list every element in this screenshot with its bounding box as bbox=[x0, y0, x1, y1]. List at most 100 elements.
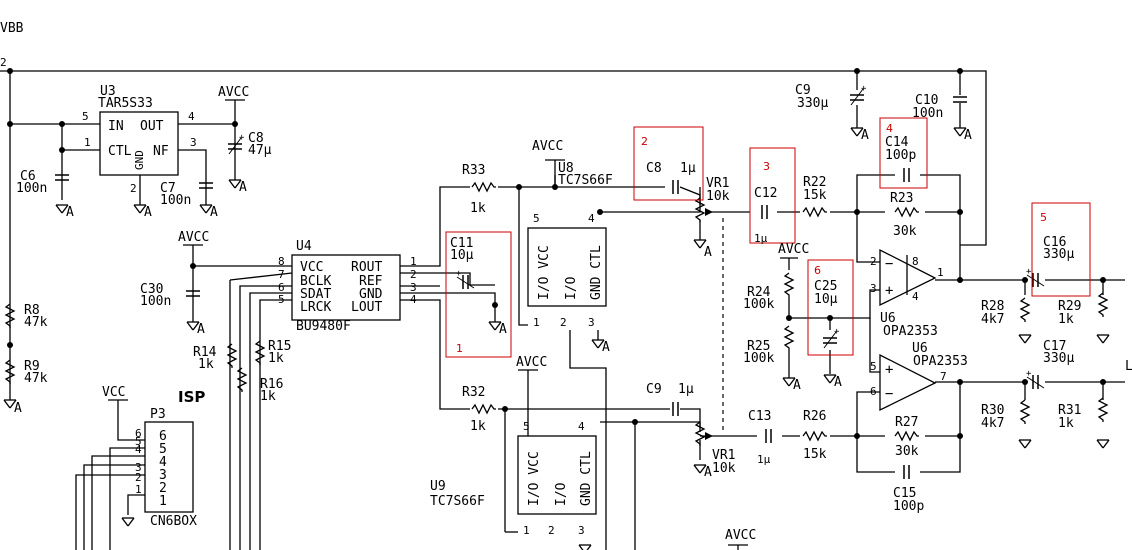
u9-num5: 5 bbox=[523, 420, 530, 433]
c6-value: 100n bbox=[16, 181, 47, 196]
u9-num3: 3 bbox=[578, 524, 585, 537]
u8-pin-io: I/O bbox=[564, 276, 579, 300]
u6b-ref: U6 bbox=[912, 341, 928, 356]
gnd-label-c7: A bbox=[210, 205, 218, 220]
avcc-label-u8: AVCC bbox=[532, 139, 563, 154]
u3-pin-in: IN bbox=[108, 119, 124, 134]
p3-pin4: 4 bbox=[159, 455, 167, 470]
p3-pin3: 3 bbox=[159, 468, 167, 483]
c25-ref: C25 bbox=[814, 279, 837, 294]
u3-pin1: 1 bbox=[84, 136, 91, 149]
svg-text:+: + bbox=[885, 362, 893, 378]
c30-value: 100n bbox=[140, 294, 171, 309]
gnd-label-r25: A bbox=[793, 378, 801, 393]
r22-value: 15k bbox=[803, 188, 827, 203]
u4-num7: 7 bbox=[278, 268, 285, 281]
r22-ref: R22 bbox=[803, 175, 826, 190]
r26-ref: R26 bbox=[803, 409, 826, 424]
c7-value: 100n bbox=[160, 193, 191, 208]
r14-value: 1k bbox=[198, 357, 214, 372]
u3-pin3: 3 bbox=[190, 136, 197, 149]
p3-num3-left: 3 bbox=[135, 461, 142, 474]
r25-value: 100k bbox=[743, 351, 774, 366]
r30-value: 4k7 bbox=[981, 416, 1004, 431]
avcc-label-u4: AVCC bbox=[178, 230, 209, 245]
c7-ref: C7 bbox=[160, 181, 176, 196]
gnd-label-u3: A bbox=[144, 205, 152, 220]
p3-ref: P3 bbox=[150, 407, 166, 422]
c9a-ref: C9 bbox=[795, 83, 811, 98]
c15-value: 100p bbox=[893, 499, 924, 514]
u4-pin-sdat: SDAT bbox=[300, 287, 331, 302]
u4-pin-ref: REF bbox=[359, 274, 383, 289]
r25-ref: R25 bbox=[747, 339, 770, 354]
r15-ref: R15 bbox=[268, 339, 291, 354]
c25-value: 10µ bbox=[814, 292, 838, 307]
r33-ref: R33 bbox=[462, 163, 485, 178]
u8-pin-gndctl: GND CTL bbox=[589, 245, 604, 300]
u4-part: BU9480F bbox=[296, 319, 351, 334]
u9-pin-iovcc: I/O VCC bbox=[527, 451, 542, 506]
r24-ref: R24 bbox=[747, 285, 771, 300]
u3-pin2: 2 bbox=[130, 182, 137, 195]
c9b-value: 1µ bbox=[678, 382, 694, 397]
u3-pin-ctl: CTL bbox=[108, 144, 132, 159]
avcc-label-u9: AVCC bbox=[516, 355, 547, 370]
gnd-label-c10: A bbox=[964, 128, 972, 143]
avcc-label-bias: AVCC bbox=[778, 242, 809, 257]
c10-value: 100n bbox=[912, 106, 943, 121]
u3-part: TAR5S33 bbox=[98, 96, 153, 111]
vr1b-value: 10k bbox=[712, 461, 736, 476]
c13-ref: C13 bbox=[748, 409, 771, 424]
r9-ref: R9 bbox=[24, 359, 40, 374]
r14-ref: R14 bbox=[193, 345, 217, 360]
c14-value: 100p bbox=[885, 148, 916, 163]
u8-num1: 1 bbox=[533, 316, 540, 329]
highlight-label-4: 4 bbox=[886, 122, 893, 135]
c8b-value: 1µ bbox=[680, 161, 696, 176]
u6a-num3: 3 bbox=[870, 282, 877, 295]
u3-pin-nf: NF bbox=[153, 144, 169, 159]
c16-ref: C16 bbox=[1043, 235, 1066, 250]
highlight-label-5: 5 bbox=[1040, 211, 1047, 224]
c9a-value: 330µ bbox=[797, 96, 828, 111]
u9-pin-gndctl: GND CTL bbox=[579, 451, 594, 506]
u4-num6: 6 bbox=[278, 281, 285, 294]
highlight-label-6: 6 bbox=[814, 264, 821, 277]
r16-value: 1k bbox=[260, 389, 276, 404]
highlight-label-1: 1 bbox=[456, 342, 463, 355]
r32-value: 1k bbox=[470, 419, 486, 434]
u6b-num7: 7 bbox=[940, 370, 947, 383]
c11-ref: C11 bbox=[450, 236, 473, 251]
u9-part: TC7S66F bbox=[430, 494, 485, 509]
r28-value: 4k7 bbox=[981, 312, 1004, 327]
u4-num3: 3 bbox=[410, 281, 417, 294]
avcc-label-u3: AVCC bbox=[218, 85, 249, 100]
u6b-num5: 5 bbox=[870, 360, 877, 373]
r16-ref: R16 bbox=[260, 377, 283, 392]
u8-num3: 3 bbox=[588, 316, 595, 329]
u3-pin5: 5 bbox=[82, 110, 89, 123]
r26-value: 15k bbox=[803, 447, 827, 462]
r29-value: 1k bbox=[1058, 312, 1074, 327]
c8a-value: 47µ bbox=[248, 143, 272, 158]
highlight-label-2: 2 bbox=[641, 135, 648, 148]
highlight-boxes: 1 2 3 4 5 6 bbox=[445, 117, 1091, 358]
u4-pin-bclk: BCLK bbox=[300, 274, 331, 289]
u4-ref: U4 bbox=[296, 239, 312, 254]
p3-pin1: 1 bbox=[159, 494, 167, 509]
r24-value: 100k bbox=[743, 297, 774, 312]
avcc-label-bottom: AVCC bbox=[725, 528, 756, 543]
r31-ref: R31 bbox=[1058, 403, 1081, 418]
r15-value: 1k bbox=[268, 351, 284, 366]
u6a-num2: 2 bbox=[870, 255, 877, 268]
junction-dots bbox=[7, 68, 1106, 439]
gnd-label-vr1a: A bbox=[704, 245, 712, 260]
u3-pin4: 4 bbox=[188, 110, 195, 123]
u9-pin-io: I/O bbox=[554, 482, 569, 506]
c13-value: 1µ bbox=[757, 453, 771, 466]
u3-pin-gnd: GND bbox=[133, 150, 146, 170]
highlight-label-3: 3 bbox=[763, 160, 770, 173]
r31-value: 1k bbox=[1058, 416, 1074, 431]
